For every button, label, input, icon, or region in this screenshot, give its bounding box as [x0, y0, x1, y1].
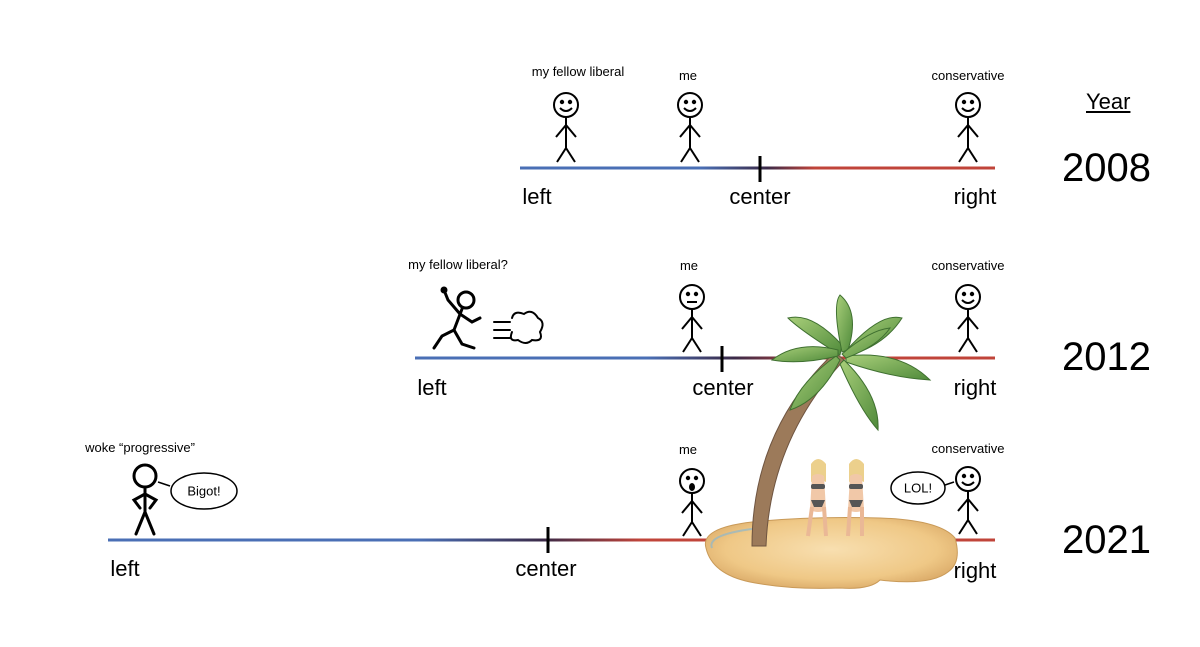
right-axis-label: right	[953, 375, 997, 400]
island-illustration	[704, 294, 958, 589]
left-axis-label: left	[110, 556, 140, 581]
conservative-stick-figure	[955, 284, 981, 353]
conservative-label: conservative	[931, 441, 1005, 456]
timeline-2008	[520, 92, 995, 182]
right-axis-label: right	[953, 558, 997, 583]
fellow-liberal-question-label: my fellow liberal?	[408, 257, 508, 272]
conservative-label: conservative	[931, 68, 1005, 83]
woke-progressive-label: woke “progressive”	[85, 440, 195, 455]
left-axis-label: left	[417, 375, 447, 400]
timeline-2012	[415, 284, 995, 372]
conservative-label: conservative	[931, 258, 1005, 273]
lol-speech-bubble	[890, 471, 955, 505]
me-stick-figure	[679, 284, 705, 353]
year-label-2008: 2008	[1062, 146, 1151, 190]
center-axis-label: center	[692, 375, 754, 400]
conservative-stick-figure	[955, 92, 981, 163]
me-label: me	[678, 442, 698, 457]
center-axis-label: center	[729, 184, 791, 209]
palm-leaves	[770, 294, 932, 432]
fellow-liberal-label: my fellow liberal	[531, 64, 625, 79]
conservative-stick-figure	[955, 466, 981, 535]
palm-trunk	[751, 351, 845, 547]
running-liberal-stick-figure	[432, 286, 544, 350]
me-label: me	[678, 68, 698, 83]
timeline-2021	[108, 463, 995, 553]
sand-island	[704, 517, 958, 589]
bigot-speech-text: Bigot!	[187, 483, 221, 499]
beach-figure-left	[806, 459, 828, 537]
year-label-2012: 2012	[1062, 335, 1151, 379]
lol-speech-text: LOL!	[903, 480, 933, 496]
me-stick-figure	[677, 92, 703, 163]
center-axis-label: center	[515, 556, 577, 581]
fellow-liberal-stick-figure	[553, 92, 579, 163]
year-column-header: Year	[1086, 89, 1131, 114]
year-label-2021: 2021	[1062, 518, 1151, 562]
bigot-speech-bubble	[157, 472, 238, 510]
beach-figure-right	[846, 459, 864, 537]
left-axis-label: left	[522, 184, 552, 209]
right-axis-label: right	[953, 184, 997, 209]
me-stick-figure	[679, 468, 705, 537]
woke-progressive-stick-figure	[131, 463, 159, 536]
me-label: me	[679, 258, 699, 273]
